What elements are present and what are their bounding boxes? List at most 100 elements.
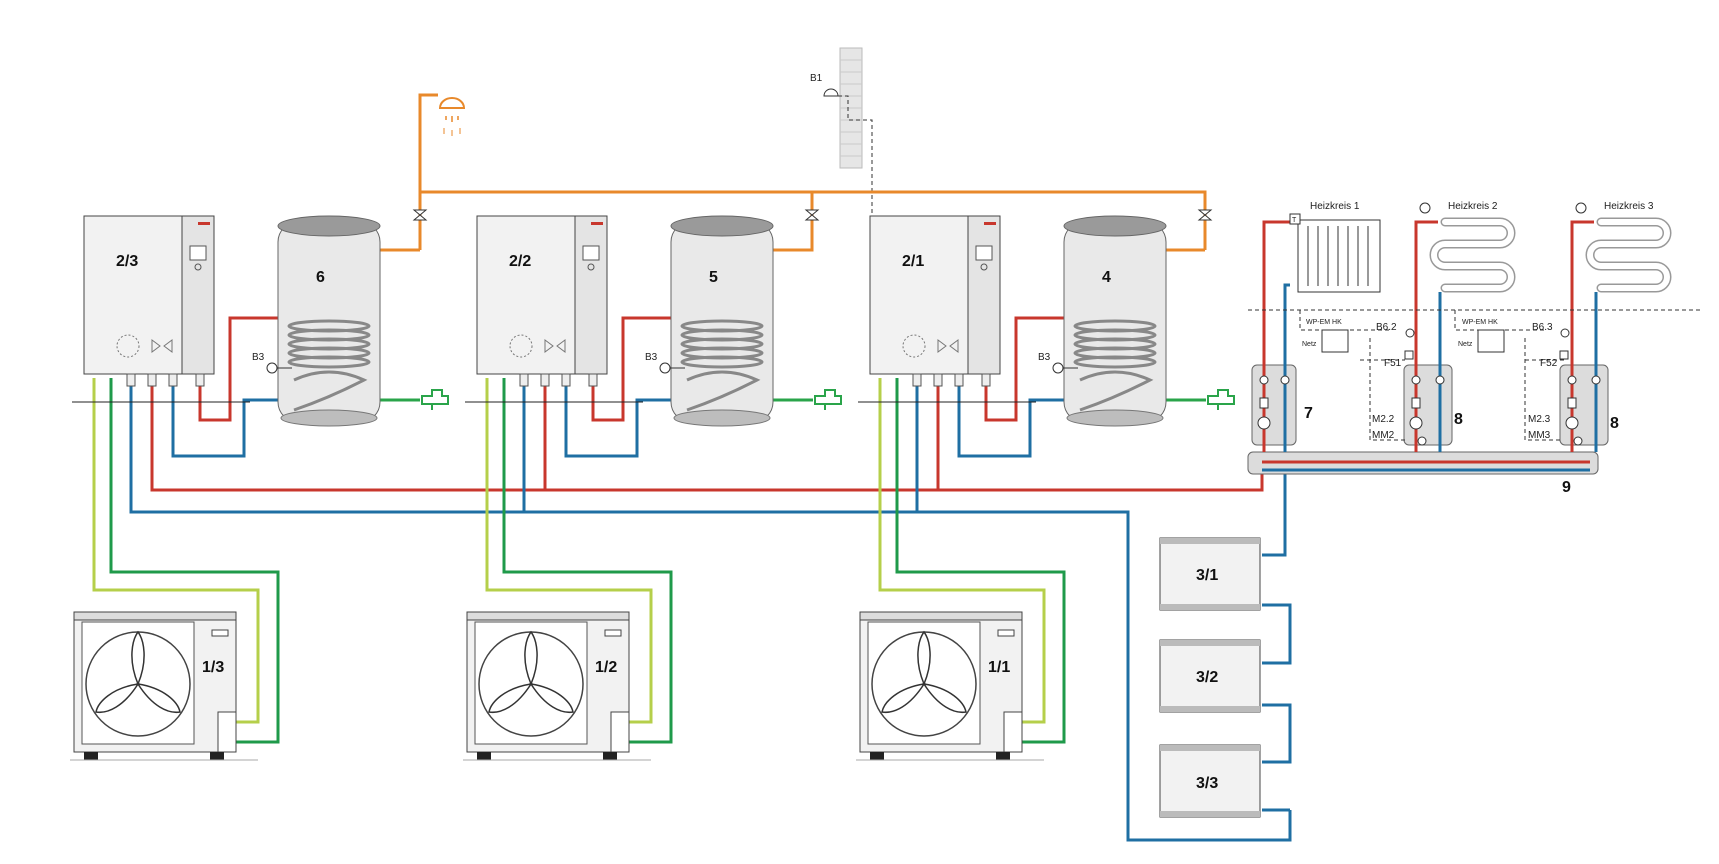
coil-ring xyxy=(1073,355,1157,369)
tank-lid xyxy=(1063,215,1167,237)
pump-group-mixed-a xyxy=(1403,220,1453,452)
fan-blade xyxy=(488,683,533,714)
tank-lid xyxy=(670,215,774,237)
pipe xyxy=(895,378,1066,744)
pipe-connector xyxy=(519,373,529,387)
outdoor-unit-top xyxy=(73,611,237,621)
b6-2-label: B6.2 xyxy=(1376,322,1397,333)
m2-2-label: M2.2 xyxy=(1372,414,1395,425)
pipe-connector xyxy=(195,373,205,387)
motor-valve-icon xyxy=(1575,202,1587,214)
underfloor-coil-icon xyxy=(1431,219,1514,291)
display-icon xyxy=(975,245,993,261)
pipe xyxy=(198,316,282,422)
tank-label: 4 xyxy=(1102,269,1111,286)
svg-text:3/1: 3/1 xyxy=(1196,567,1218,584)
b3-label: B3 xyxy=(252,352,265,363)
pipe xyxy=(984,316,1068,422)
heizkreis-1-label: Heizkreis 1 xyxy=(1310,201,1360,212)
f51-label: F51 xyxy=(1384,358,1402,369)
m2-3-label: M2.3 xyxy=(1528,414,1551,425)
chimney xyxy=(839,47,863,169)
foot xyxy=(84,752,98,760)
pump-group-mixed-b xyxy=(1559,220,1609,452)
pipe xyxy=(171,378,282,458)
foot xyxy=(870,752,884,760)
tank-base xyxy=(1066,409,1164,427)
pipe xyxy=(502,378,673,744)
outdoor-unit-top xyxy=(859,611,1023,621)
foot xyxy=(477,752,491,760)
pipe-connector xyxy=(933,373,943,387)
foot xyxy=(996,752,1010,760)
wp-em-hk-module-a: WP-EM HK Netz xyxy=(1302,319,1415,360)
fan-blade xyxy=(524,630,538,686)
outdoor-unit-label: 1/2 xyxy=(595,659,617,676)
svg-text:Netz: Netz xyxy=(1302,341,1317,348)
shower-icon xyxy=(438,97,466,136)
service-panel xyxy=(997,629,1015,637)
temperature-sensor-icon xyxy=(1052,362,1064,374)
pipe-connector xyxy=(126,373,136,387)
underfloor-coil-icon xyxy=(1585,217,1672,293)
heizkreis-3-label: Heizkreis 3 xyxy=(1604,201,1654,212)
fan-blade xyxy=(529,683,574,714)
pipe-connector xyxy=(912,373,922,387)
pipe xyxy=(878,378,1046,724)
pump-icon xyxy=(902,334,926,358)
service-panel xyxy=(211,629,229,637)
fan-blade xyxy=(922,683,967,714)
b6-3-label: B6.3 xyxy=(1532,322,1553,333)
buffer-unit-3-2: 3/2 xyxy=(1159,639,1261,713)
coil-tail xyxy=(686,370,761,412)
pipe xyxy=(591,316,675,422)
motor-valve-icon xyxy=(1419,202,1431,214)
indoor-unit-label: 2/3 xyxy=(116,253,138,270)
pump-group-direct xyxy=(1251,220,1297,452)
pipe-connector xyxy=(561,373,571,387)
valve-icon xyxy=(412,209,1213,221)
buffer-unit-3-3: 3/3 xyxy=(1159,744,1261,818)
foot xyxy=(603,752,617,760)
svg-text:WP-EM HK: WP-EM HK xyxy=(1306,319,1342,326)
brand-logo xyxy=(984,222,996,225)
main-supply-header xyxy=(150,380,1264,492)
coil-tail xyxy=(293,370,368,412)
svg-text:Netz: Netz xyxy=(1458,341,1473,348)
valve-icon xyxy=(544,339,566,353)
pipe xyxy=(109,378,280,744)
manifold-9-label: 9 xyxy=(1562,479,1571,496)
connection-cover xyxy=(217,711,237,753)
outdoor-unit-label: 1/3 xyxy=(202,659,224,676)
fan-blade xyxy=(136,683,181,714)
coil-tail xyxy=(1079,370,1154,412)
outdoor-unit-top xyxy=(466,611,630,621)
pipe-connector xyxy=(954,373,964,387)
coil-ring xyxy=(287,355,371,369)
pump-group-8a-label: 8 xyxy=(1454,411,1463,428)
temperature-sensor-icon xyxy=(266,362,278,374)
control-panel xyxy=(574,215,608,375)
indoor-unit-label: 2/2 xyxy=(509,253,531,270)
tank-base xyxy=(280,409,378,427)
tank-lid xyxy=(277,215,381,237)
svg-text:T: T xyxy=(1292,217,1297,224)
tap-icon xyxy=(421,389,449,410)
underfloor-coil-icon xyxy=(1587,219,1670,291)
knob-icon xyxy=(587,263,595,271)
pump-group-8b-label: 8 xyxy=(1610,415,1619,432)
pipe xyxy=(485,378,653,724)
wp-em-hk-module-b: WP-EM HK Netz xyxy=(1458,319,1570,360)
b1-label: B1 xyxy=(810,73,823,84)
fan-blade xyxy=(917,630,931,686)
mm2-label: MM2 xyxy=(1372,430,1395,441)
pipe-connector xyxy=(588,373,598,387)
f52-label: F52 xyxy=(1540,358,1558,369)
indoor-unit-label: 2/1 xyxy=(902,253,924,270)
